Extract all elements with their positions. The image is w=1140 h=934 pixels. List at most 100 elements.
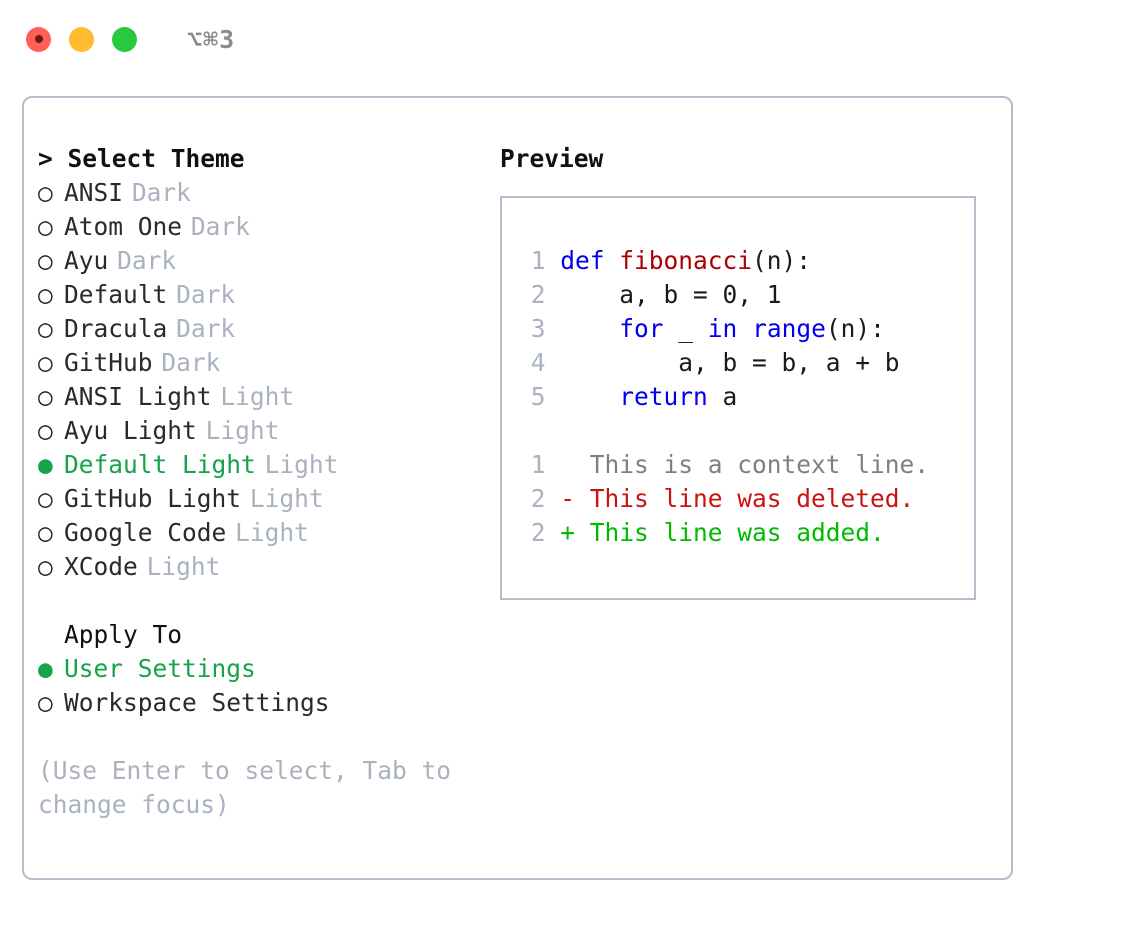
theme-variant-label: Light <box>220 382 295 411</box>
apply-to-label: User Settings <box>64 654 256 683</box>
window-shortcut-label: ⌥⌘3 <box>187 24 236 54</box>
apply-to-item[interactable]: ● User Settings <box>38 652 494 686</box>
theme-name-label: Default Light <box>64 450 256 479</box>
theme-list-item[interactable]: ○ Google Code Light <box>38 516 494 550</box>
code-line: 4 a, b = b, a + b <box>516 346 974 380</box>
radio-unselected-icon: ○ <box>38 688 53 717</box>
theme-list-item[interactable]: ○ Ayu Dark <box>38 244 494 278</box>
code-token <box>737 314 752 343</box>
diff-content: This line was added. <box>575 518 885 547</box>
code-token <box>560 382 619 411</box>
apply-to-heading: Apply To <box>64 620 183 649</box>
list-spacer <box>38 584 494 618</box>
line-number: 2 <box>530 280 546 309</box>
diff-text: + This line was added. <box>560 516 885 550</box>
radio-selected-icon: ● <box>38 450 53 479</box>
line-number: 1 <box>530 450 546 479</box>
maximize-window-button[interactable] <box>112 26 137 52</box>
diff-line: 2 + This line was added. <box>516 516 974 550</box>
diff-text: - This line was deleted. <box>560 482 914 516</box>
theme-list-item[interactable]: ○ ANSI Light Light <box>38 380 494 414</box>
traffic-lights <box>26 26 137 52</box>
radio-selected-icon: ● <box>38 654 53 683</box>
theme-name-label: Google Code <box>64 518 227 547</box>
keyboard-hint-text: (Use Enter to select, Tab to change focu… <box>38 756 452 819</box>
theme-name-label: GitHub Light <box>64 484 242 513</box>
code-token: (n): <box>752 246 812 275</box>
code-token: in <box>707 314 738 343</box>
theme-name-label: ANSI <box>64 178 124 207</box>
theme-list-item[interactable]: ○ Ayu Light Light <box>38 414 494 448</box>
radio-unselected-icon: ○ <box>38 416 53 445</box>
code-token: for <box>619 314 664 343</box>
diff-content: This is a context line. <box>575 450 930 479</box>
diff-content: This line was deleted. <box>575 484 915 513</box>
apply-to-item[interactable]: ○ Workspace Settings <box>38 686 494 720</box>
radio-unselected-icon: ○ <box>38 212 53 241</box>
theme-variant-label: Dark <box>190 212 250 241</box>
radio-unselected-icon: ○ <box>38 246 53 275</box>
diff-line: 2 - This line was deleted. <box>516 482 974 516</box>
theme-variant-label: Dark <box>117 246 177 275</box>
radio-unselected-icon: ○ <box>38 382 53 411</box>
apply-to-label: Workspace Settings <box>64 688 330 717</box>
code-text: a, b = 0, 1 <box>560 278 781 312</box>
window-titlebar: ⌥⌘3 <box>0 0 1140 78</box>
diff-sign <box>560 450 575 479</box>
code-token: a, b = b, a + b <box>560 348 900 377</box>
close-window-button[interactable] <box>26 26 51 52</box>
radio-unselected-icon: ○ <box>38 178 53 207</box>
theme-variant-label: Dark <box>131 178 191 207</box>
theme-name-label: Ayu Light <box>64 416 197 445</box>
apply-to-list: ● User Settings ○ Workspace Settings <box>38 652 494 720</box>
code-text: def fibonacci(n): <box>560 244 811 278</box>
theme-name-label: GitHub <box>64 348 153 377</box>
minimize-window-button[interactable] <box>69 26 94 52</box>
theme-name-label: Ayu <box>64 246 109 275</box>
code-token: a, b = 0, 1 <box>560 280 782 309</box>
theme-name-label: ANSI Light <box>64 382 212 411</box>
line-number: 2 <box>530 484 546 513</box>
diff-text: This is a context line. <box>560 448 929 482</box>
code-token <box>560 314 619 343</box>
radio-unselected-icon: ○ <box>38 518 53 547</box>
line-number: 5 <box>530 382 546 411</box>
code-text: a, b = b, a + b <box>560 346 899 380</box>
code-token: range <box>752 314 826 343</box>
diff-sign: + <box>560 518 576 547</box>
code-token: _ <box>663 314 708 343</box>
theme-variant-label: Light <box>205 416 280 445</box>
preview-blank-line <box>516 414 974 448</box>
radio-unselected-icon: ○ <box>38 348 53 377</box>
code-text: return a <box>560 380 737 414</box>
theme-variant-label: Light <box>146 552 221 581</box>
code-text: for _ in range(n): <box>560 312 885 346</box>
preview-diff-block: 1 This is a context line. 2 - This line wa… <box>516 448 974 550</box>
theme-variant-label: Light <box>235 518 309 547</box>
theme-variant-label: Dark <box>176 280 236 309</box>
radio-unselected-icon: ○ <box>38 280 53 309</box>
code-token: def <box>560 246 605 275</box>
code-token <box>605 246 620 275</box>
code-token: fibonacci <box>619 246 753 275</box>
radio-unselected-icon: ○ <box>38 552 53 581</box>
theme-name-label: Dracula <box>64 314 168 343</box>
select-theme-heading: > Select Theme <box>38 144 245 173</box>
line-number: 2 <box>530 518 546 547</box>
code-line: 3 for _ in range(n): <box>516 312 974 346</box>
